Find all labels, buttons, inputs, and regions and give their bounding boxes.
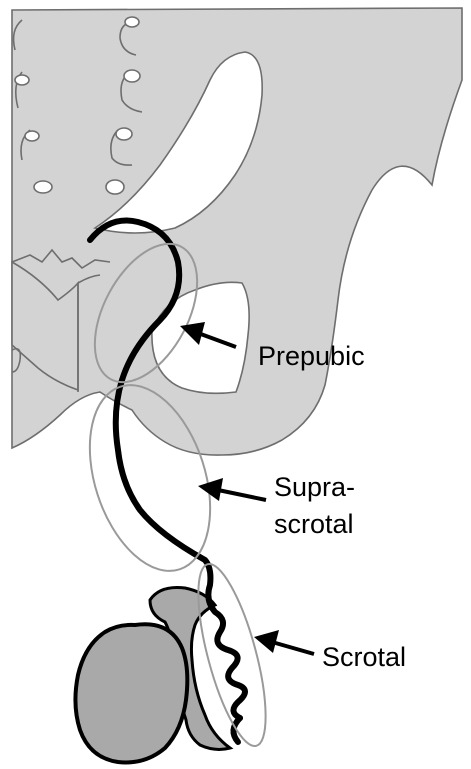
scrotal-label: Scrotal [322,640,406,674]
suprascrotal-label-line2: scrotal [274,507,354,541]
testis [75,624,187,762]
scrotal-arrow [254,630,314,654]
prepubic-label: Prepubic [258,339,365,373]
suprascrotal-label-line1: Supra- [274,470,355,504]
